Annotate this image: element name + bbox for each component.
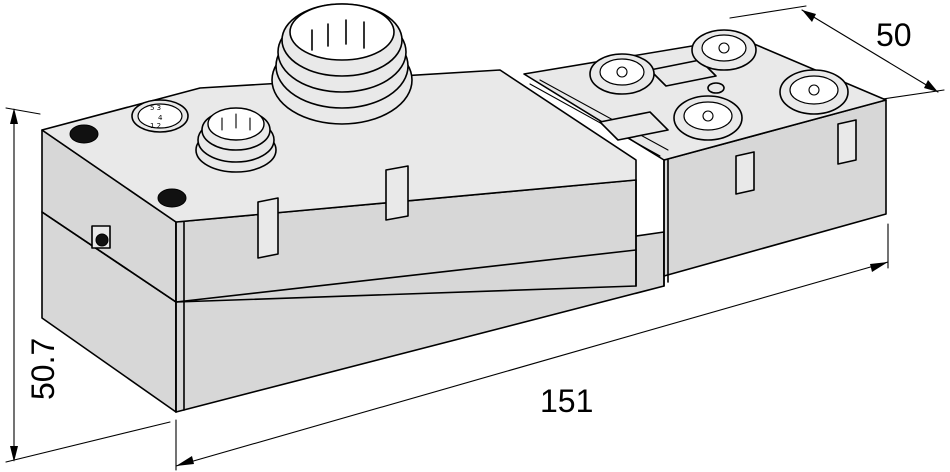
bus-connector-in bbox=[195, 107, 277, 173]
depth-dimension-label: 50 bbox=[876, 17, 912, 53]
pin-label-mid: 4 bbox=[158, 114, 163, 122]
height-dimension-label: 50.7 bbox=[25, 338, 61, 400]
pin-label-bottom: 1 2 bbox=[150, 122, 161, 130]
center-hole-icon bbox=[707, 82, 725, 94]
mounting-hole-icon bbox=[157, 188, 187, 208]
io-socket-2 bbox=[691, 29, 757, 71]
io-socket-3 bbox=[673, 95, 743, 141]
pin-label-top: 5 3 bbox=[150, 104, 161, 112]
bus-connector-out: 5 3 4 1 2 bbox=[131, 99, 189, 133]
length-dimension-label: 151 bbox=[540, 383, 593, 419]
io-socket-4 bbox=[779, 69, 849, 115]
mounting-hole-icon bbox=[69, 124, 99, 144]
dimension-lines bbox=[5, 5, 945, 471]
io-socket-1 bbox=[589, 53, 655, 95]
main-power-connector bbox=[271, 3, 413, 125]
main-housing bbox=[41, 69, 665, 413]
